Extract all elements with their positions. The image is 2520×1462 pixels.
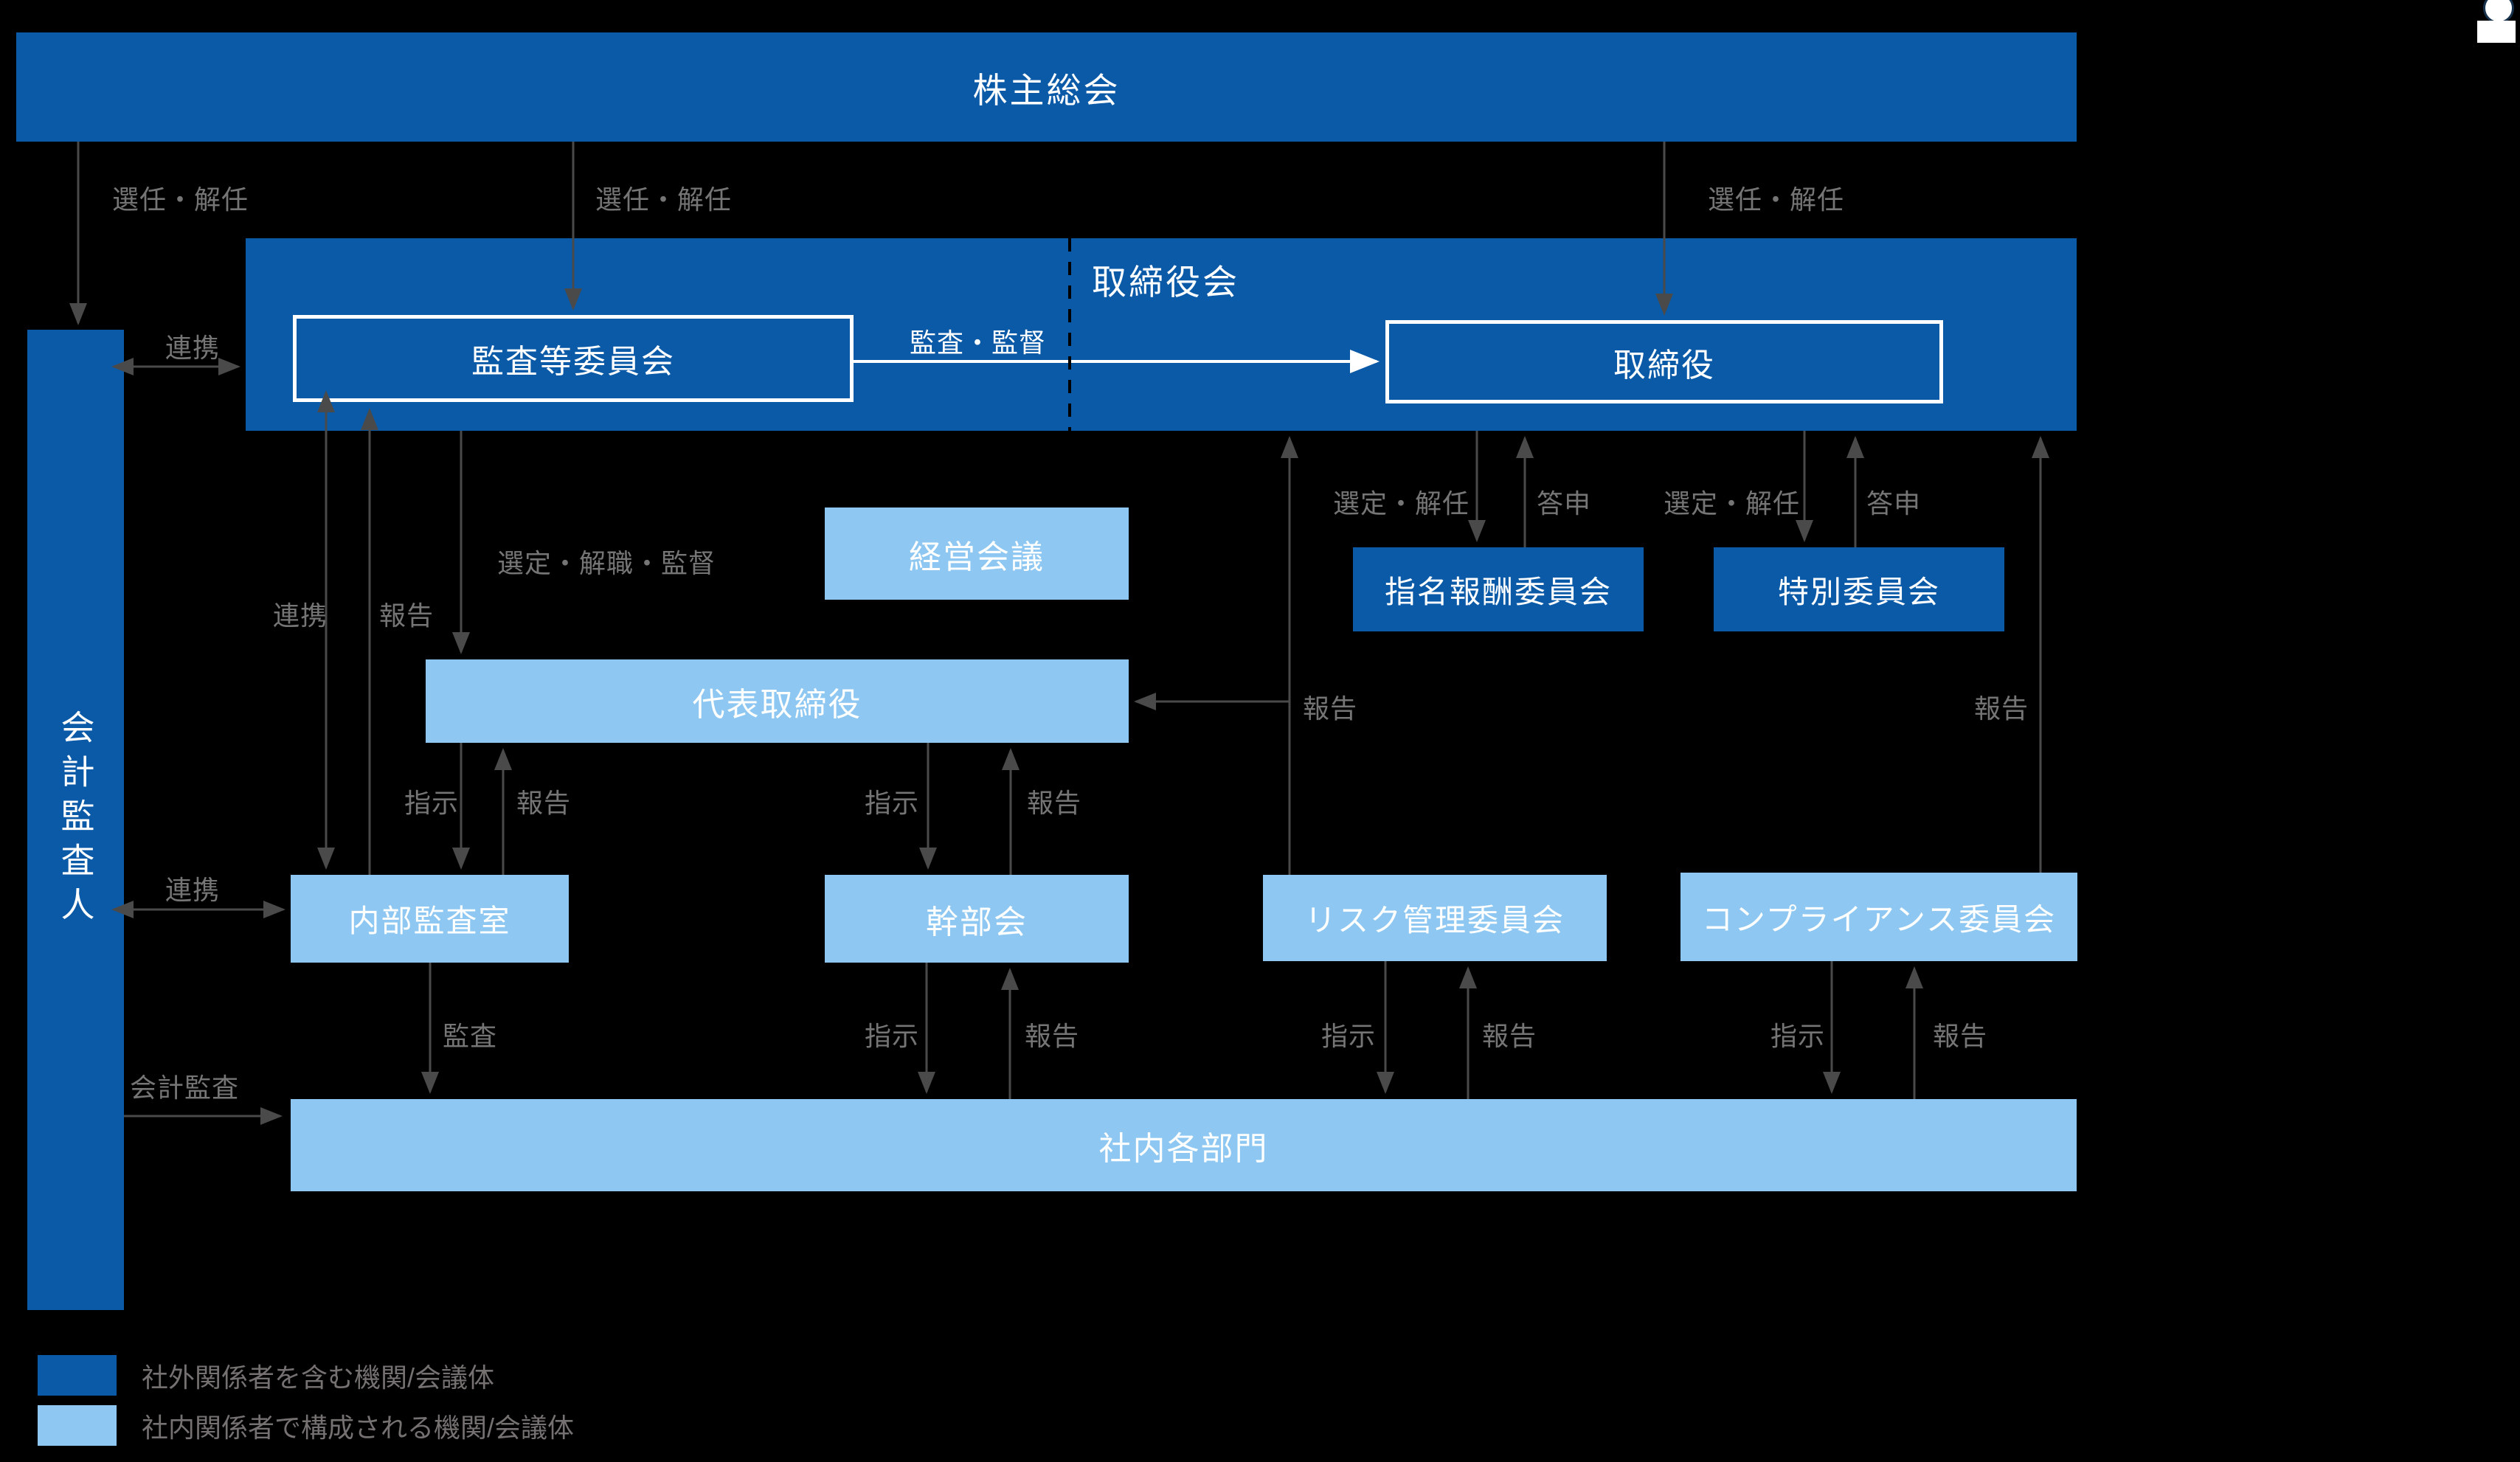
legend-swatch-dark-blue bbox=[38, 1355, 117, 1396]
edge-label-accounting-audit: 会計監査 bbox=[130, 1073, 240, 1103]
edge-label-appoint-dismiss-2: 選任・解任 bbox=[595, 184, 733, 215]
node-internal-audit-office: 内部監査室 bbox=[291, 875, 569, 963]
node-management-meeting-label: 経営会議 bbox=[909, 538, 1045, 575]
node-special-committee: 特別委員会 bbox=[1714, 547, 2004, 631]
legend-swatch-light-blue bbox=[38, 1405, 117, 1446]
edge-label-report-from-risk: 報告 bbox=[1303, 693, 1358, 724]
node-accounting-auditor: 会計監査人 bbox=[27, 330, 124, 1310]
node-risk-management-committee-label: リスク管理委員会 bbox=[1304, 903, 1565, 938]
node-nomination-compensation-committee-label: 指名報酬委員会 bbox=[1384, 574, 1612, 609]
edge-label-select-discharge-supervise: 選定・解職・監督 bbox=[497, 548, 716, 578]
node-internal-departments-label: 社内各部門 bbox=[1098, 1130, 1269, 1167]
node-internal-departments: 社内各部門 bbox=[291, 1099, 2077, 1191]
user-presence-icon[interactable] bbox=[2477, 0, 2516, 44]
edge-label-instruction-4: 指示 bbox=[1321, 1021, 1377, 1051]
avatar-body-icon bbox=[2477, 21, 2516, 43]
node-special-committee-label: 特別委員会 bbox=[1777, 574, 1940, 609]
node-representative-director-label: 代表取締役 bbox=[692, 686, 862, 723]
edge-label-instruction-3: 指示 bbox=[865, 1021, 920, 1051]
node-nomination-compensation-committee: 指名報酬委員会 bbox=[1353, 547, 1644, 631]
edge-label-appoint-dismiss-3: 選任・解任 bbox=[1708, 184, 1845, 215]
node-executive-meeting-label: 幹部会 bbox=[926, 904, 1028, 940]
edge-label-report-1: 報告 bbox=[516, 788, 572, 818]
node-audit-committee: 監査等委員会 bbox=[293, 315, 854, 402]
edge-label-cooperation-mid: 連携 bbox=[273, 600, 328, 631]
edge-label-select-dismiss-2: 選定・解任 bbox=[1664, 488, 1801, 519]
node-internal-audit-office-label: 内部監査室 bbox=[348, 904, 511, 938]
node-shareholders: 株主総会 bbox=[16, 32, 2077, 142]
legend-label-external: 社外関係者を含む機関/会議体 bbox=[142, 1362, 495, 1393]
node-executive-meeting: 幹部会 bbox=[825, 875, 1129, 963]
legend-label-internal: 社内関係者で構成される機関/会議体 bbox=[142, 1412, 575, 1443]
edge-label-select-dismiss-1: 選定・解任 bbox=[1333, 488, 1470, 519]
node-compliance-committee: コンプライアンス委員会 bbox=[1680, 873, 2077, 961]
edge-label-report-2: 報告 bbox=[1027, 788, 1082, 818]
edge-label-report-back-2: 答申 bbox=[1866, 488, 1922, 519]
node-directors: 取締役 bbox=[1385, 320, 1943, 403]
edge-label-instruction-1: 指示 bbox=[404, 788, 460, 818]
edge-label-cooperation-bottom: 連携 bbox=[165, 875, 221, 905]
node-board-label: 取締役会 bbox=[1092, 263, 1239, 302]
node-management-meeting: 経営会議 bbox=[825, 507, 1129, 600]
edge-label-audit: 監査 bbox=[443, 1021, 498, 1051]
node-accounting-auditor-label: 会計監査人 bbox=[56, 709, 95, 931]
edge-label-report-5: 報告 bbox=[1933, 1021, 1988, 1051]
node-shareholders-label: 株主総会 bbox=[972, 70, 1121, 110]
edge-label-appoint-dismiss-1: 選任・解任 bbox=[112, 184, 249, 215]
edge-label-report-mid: 報告 bbox=[379, 600, 435, 631]
legend-item-internal: 社内関係者で構成される機関/会議体 bbox=[38, 1405, 574, 1446]
edge-label-instruction-2: 指示 bbox=[865, 788, 920, 818]
node-compliance-committee-label: コンプライアンス委員会 bbox=[1701, 901, 2057, 937]
node-representative-director: 代表取締役 bbox=[426, 659, 1129, 743]
edge-label-cooperation-top: 連携 bbox=[165, 333, 221, 363]
edge-label-instruction-5: 指示 bbox=[1770, 1021, 1826, 1051]
edge-label-report-4: 報告 bbox=[1482, 1021, 1537, 1051]
node-audit-committee-label: 監査等委員会 bbox=[471, 344, 675, 380]
legend-item-external: 社外関係者を含む機関/会議体 bbox=[38, 1355, 494, 1396]
edge-label-report-from-compliance: 報告 bbox=[1974, 693, 2029, 724]
node-directors-label: 取締役 bbox=[1613, 347, 1715, 384]
edge-label-report-back-1: 答申 bbox=[1537, 488, 1592, 519]
edge-label-report-3: 報告 bbox=[1025, 1021, 1080, 1051]
node-risk-management-committee: リスク管理委員会 bbox=[1263, 875, 1607, 961]
